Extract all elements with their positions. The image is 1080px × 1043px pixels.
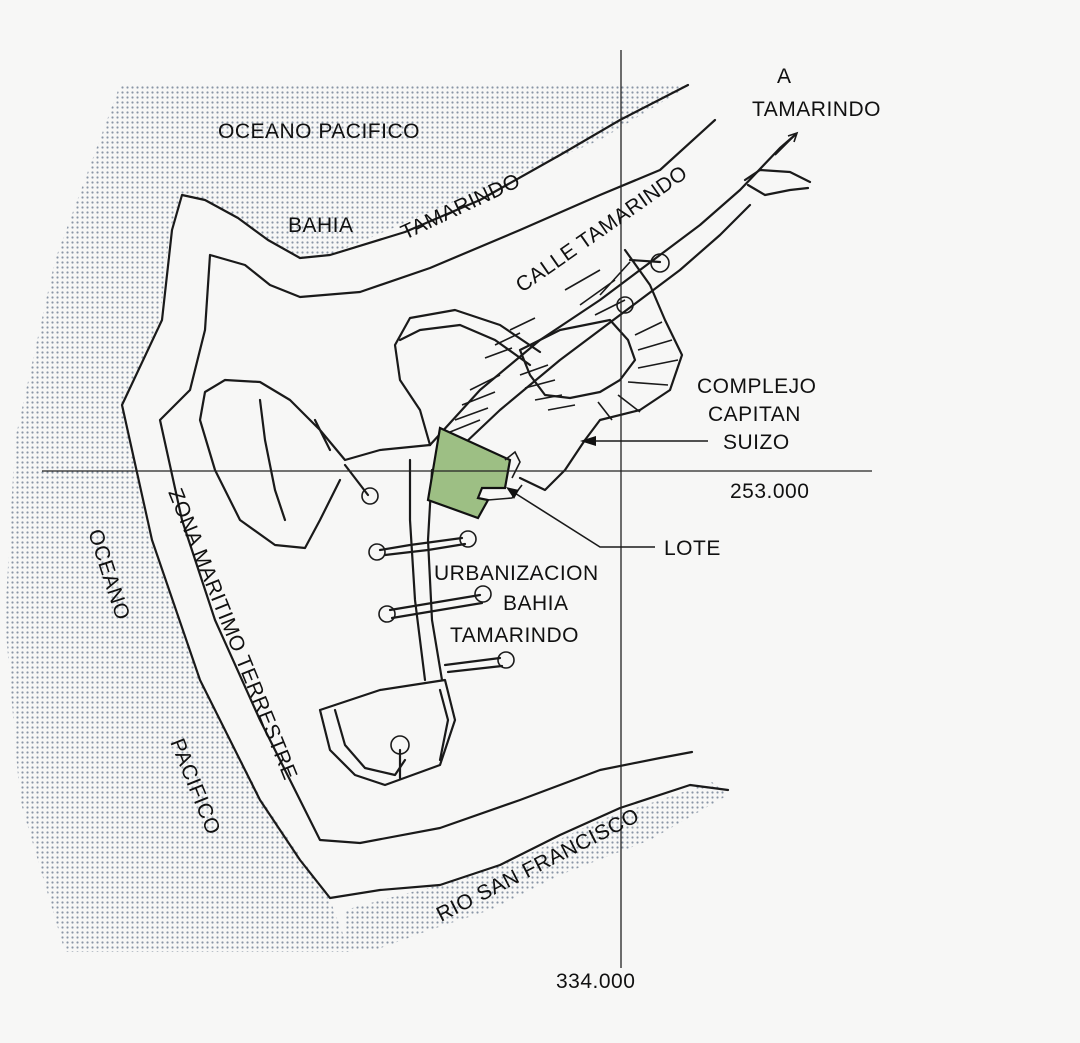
lote-parcel bbox=[426, 426, 512, 520]
label-urbanizacion-line1: URBANIZACION bbox=[434, 562, 599, 585]
west-loop-street bbox=[198, 378, 432, 550]
cul-de-sac bbox=[390, 735, 410, 755]
cul-de-sac bbox=[650, 253, 670, 273]
complejo-lot-lines bbox=[449, 261, 679, 433]
lote-leader-line bbox=[509, 489, 655, 548]
label-urbanizacion-line3: TAMARINDO bbox=[450, 624, 579, 647]
river-area bbox=[345, 782, 728, 952]
label-rio-san-francisco: RIO SAN FRANCISCO bbox=[433, 804, 643, 926]
label-complejo-line1: COMPLEJO bbox=[697, 375, 817, 398]
complejo-arrowhead bbox=[580, 436, 596, 446]
cul-de-sac bbox=[616, 296, 634, 314]
inner-road-boundary bbox=[158, 118, 717, 845]
cul-de-sac-north-east bbox=[743, 168, 812, 197]
side-street-3 bbox=[443, 656, 504, 674]
label-a-tamarindo: TAMARINDO bbox=[752, 98, 881, 121]
label-oceano-pacifico-top: OCEANO PACIFICO bbox=[218, 120, 420, 143]
calle-tamarindo-road bbox=[428, 133, 797, 464]
cul-de-sac bbox=[497, 651, 515, 669]
label-coord-north: 334.000 bbox=[556, 970, 635, 993]
south-loop-street bbox=[318, 678, 457, 787]
ocean-area bbox=[5, 85, 690, 952]
cul-de-sac bbox=[361, 487, 379, 505]
complejo-outline bbox=[518, 248, 684, 492]
lote-arrowhead bbox=[506, 487, 519, 499]
label-urbanizacion-line2: BAHIA bbox=[503, 592, 569, 615]
label-complejo-line3: SUIZO bbox=[723, 431, 790, 454]
label-calle-tamarindo: CALLE TAMARINDO bbox=[512, 161, 692, 297]
cul-de-sac bbox=[378, 605, 396, 623]
lote-adjacent-outline bbox=[487, 450, 523, 501]
label-coord-east: 253.000 bbox=[730, 480, 809, 503]
label-complejo-line2: CAPITAN bbox=[708, 403, 801, 426]
road-to-tamarindo-arrow bbox=[774, 131, 799, 156]
label-lote: LOTE bbox=[664, 537, 721, 560]
central-spine-street bbox=[408, 458, 444, 682]
cul-de-sac bbox=[459, 530, 477, 548]
cul-de-sac bbox=[474, 585, 492, 603]
label-bahia: BAHIA bbox=[288, 214, 354, 237]
cul-de-sac bbox=[368, 543, 386, 561]
side-street-1 bbox=[378, 536, 467, 557]
side-street-2 bbox=[388, 593, 484, 620]
label-a: A bbox=[777, 65, 792, 88]
north-loop-street bbox=[393, 308, 542, 447]
coastline bbox=[120, 83, 730, 900]
